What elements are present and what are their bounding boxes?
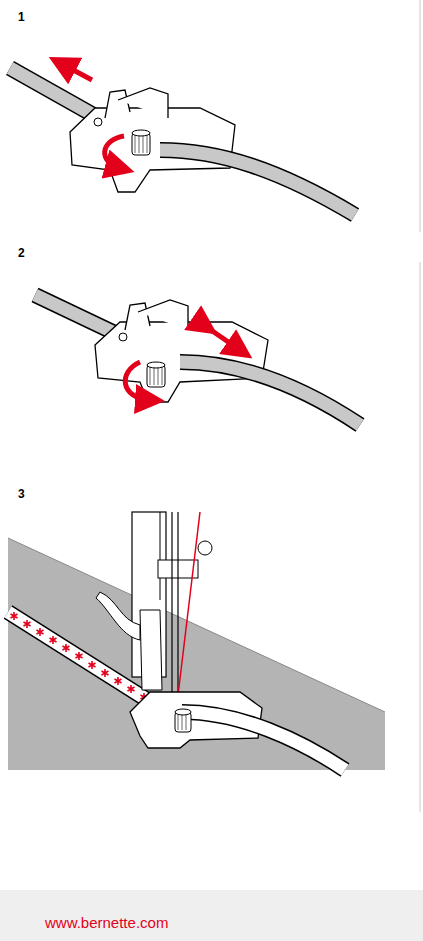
page-border-part — [419, 0, 421, 232]
foot-illustration-2-part — [35, 295, 140, 345]
foot-illustration-2-part — [180, 362, 360, 425]
sewing-illustration-3-part — [96, 592, 140, 640]
step-number: 2 — [18, 246, 25, 260]
sewing-illustration-3-part — [160, 512, 161, 600]
page-border — [420, 0, 421, 812]
page-border-part — [419, 262, 421, 812]
sewing-illustration-3-part — [50, 636, 57, 644]
sewing-illustration-3 — [8, 512, 385, 770]
foot-illustration-2-part — [147, 362, 165, 368]
foot-illustration-2-part — [150, 367, 162, 385]
foot-illustration-2-part — [35, 295, 140, 345]
step-number: 3 — [18, 487, 25, 501]
foot-illustration-2-part — [125, 303, 150, 330]
sewing-illustration-3-part — [128, 685, 135, 693]
sewing-illustration-3-part — [102, 669, 109, 677]
sewing-illustration-3-part — [37, 628, 44, 636]
sewing-illustration-3-part — [175, 709, 191, 715]
foot-illustration-1 — [10, 64, 355, 215]
sewing-illustration-3-part — [177, 512, 178, 700]
foot-illustration-1-part — [135, 135, 147, 153]
website-link: www.bernette.com — [45, 914, 168, 931]
foot-illustration-1-part — [62, 64, 92, 80]
foot-illustration-2-part — [138, 300, 188, 330]
sewing-illustration-3-part — [182, 712, 345, 770]
foot-illustration-2-part — [119, 333, 127, 341]
sewing-illustration-3-part — [76, 652, 83, 660]
foot-illustration-2 — [35, 295, 360, 425]
foot-illustration-1-part — [105, 90, 130, 118]
sewing-illustration-3-part — [176, 512, 200, 712]
foot-illustration-2-part — [125, 362, 150, 400]
foot-illustration-1-part — [132, 130, 150, 136]
foot-illustration-2-part — [180, 362, 360, 425]
sewing-illustration-3-part — [8, 538, 385, 712]
foot-illustration-1-part — [160, 150, 355, 215]
step-number: 1 — [18, 10, 25, 24]
sewing-illustration-3-part — [11, 612, 18, 620]
sewing-illustration-3-part — [8, 538, 385, 770]
sewing-illustration-3-part — [198, 541, 212, 555]
foot-illustration-1-part — [160, 150, 355, 215]
sewing-illustration-3-part — [140, 610, 162, 690]
sewing-illustration-3-part — [115, 677, 122, 685]
sewing-illustration-3-part — [24, 620, 31, 628]
foot-illustration-1-part — [118, 88, 168, 118]
sewing-illustration-3-part — [63, 644, 70, 652]
foot-illustration-1-part — [94, 118, 102, 126]
foot-illustration-2-part — [205, 326, 240, 350]
sewing-illustration-3-part — [178, 714, 186, 730]
sewing-illustration-3-part — [182, 712, 345, 770]
sewing-illustration-3-part — [89, 661, 96, 669]
foot-illustration-1-part — [105, 136, 124, 168]
sewing-illustration-3-part — [171, 512, 172, 700]
